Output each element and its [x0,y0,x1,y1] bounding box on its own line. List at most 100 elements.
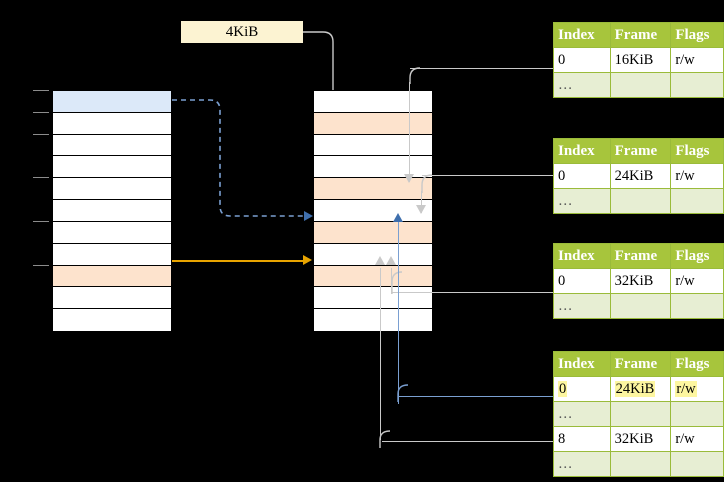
column-header-flags: Flags [670,138,724,164]
arrowhead-t3 [386,256,396,265]
size-label-4kib: 4KiB [181,21,303,43]
virtual-page-row-1 [53,112,171,135]
cell-index: 0 [553,163,611,189]
cell-frame [609,188,672,214]
cell-flags: r/w [670,47,724,73]
column-header-flags: Flags [670,351,724,377]
table-row: … [553,293,724,319]
connector-t4-row8-elbow [379,430,391,448]
column-header-flags: Flags [670,22,724,48]
arrowhead-blue-dashed [304,211,313,221]
cell-index: 0 [553,268,611,294]
cell-index: … [553,401,611,427]
column-header-index: Index [553,351,611,377]
cell-frame [609,401,672,427]
virtual-page-tick-6 [33,220,49,222]
virtual-page-row-4 [53,178,171,201]
cell-flags [670,401,724,427]
virtual-page-tick-4 [33,177,49,179]
virtual-page-tick-8 [33,264,49,266]
cell-index: … [553,188,611,214]
physical-frame-row-3 [314,156,432,179]
connector-t2-v [421,191,422,213]
physical-frame-row-7 [314,243,432,266]
connector-t4-row0-elbow [397,384,409,402]
cell-flags [670,72,724,98]
virtual-page-tick-2 [33,133,49,135]
connector-t1-v [409,82,410,182]
connector-t4-row8-v [380,268,381,440]
cell-frame: 32KiB [609,426,672,452]
connector-t4-row0-h [398,396,556,397]
table-row: … [553,451,724,477]
virtual-page-row-0 [53,91,171,113]
virtual-address-column [52,90,172,331]
cell-frame [609,451,672,477]
cell-frame: 16KiB [609,47,672,73]
virtual-page-row-3 [53,156,171,179]
connector-4kib-to-frame [303,31,334,93]
cell-index: 0 [553,376,611,402]
column-header-frame: Frame [609,22,672,48]
cell-flags: r/w [670,426,724,452]
table-row: … [553,401,724,427]
cell-frame: 24KiB [609,376,672,402]
virtual-page-row-5 [53,200,171,222]
physical-frame-row-6 [314,221,432,244]
virtual-page-tick-1 [33,111,49,113]
physical-frame-row-10 [314,309,432,331]
column-header-flags: Flags [670,243,724,269]
cell-frame [609,293,672,319]
cell-frame: 24KiB [609,163,672,189]
arrowhead-t1 [404,174,414,183]
table-row: … [553,72,724,98]
cell-flags [670,293,724,319]
column-header-frame: Frame [609,138,672,164]
physical-frame-row-2 [314,134,432,157]
connector-t3-h [392,292,555,293]
virtual-page-row-6 [53,221,171,244]
connector-t1-elbow [409,67,421,84]
cell-flags: r/w [670,163,724,189]
arrowhead-t2 [416,205,426,214]
cell-flags: r/w [670,268,724,294]
connector-t1-h [410,68,555,69]
cell-frame: 32KiB [609,268,672,294]
cell-index: 8 [553,426,611,452]
arrowhead-t4-row0 [393,213,403,222]
table-row: … [553,188,724,214]
connector-t4-row0-v [398,222,399,404]
physical-frame-row-8 [314,265,432,288]
virtual-page-row-7 [53,243,171,266]
connector-t2-elbow [421,174,433,193]
physical-frame-row-9 [314,287,432,310]
virtual-page-row-9 [53,287,171,310]
physical-frame-row-5 [314,200,432,222]
physical-memory-column [313,90,433,331]
cell-index: 0 [553,47,611,73]
connector-t3-elbow [391,271,403,294]
cell-frame [609,72,672,98]
column-header-index: Index [553,243,611,269]
highlighted-value: r/w [675,380,697,397]
column-header-index: Index [553,138,611,164]
column-header-frame: Frame [609,243,672,269]
virtual-page-row-10 [53,309,171,331]
highlighted-value: 0 [558,380,568,397]
cell-index: … [553,72,611,98]
cell-flags: r/w [670,376,724,402]
virtual-page-row-8 [53,265,171,288]
physical-frame-row-4 [314,178,432,201]
